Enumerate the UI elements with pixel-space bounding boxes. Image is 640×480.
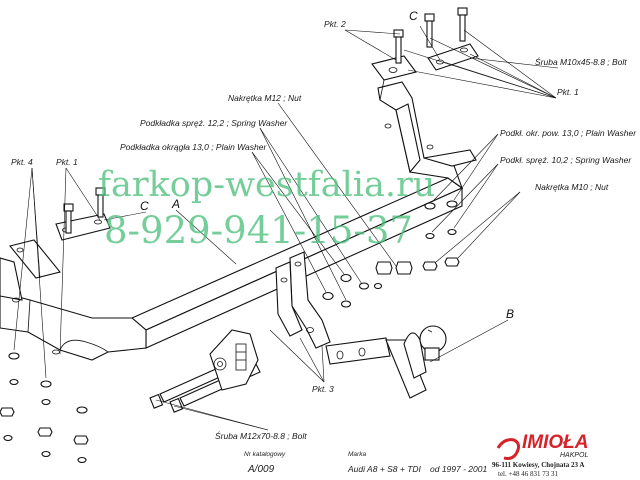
catalog-number: A/009 [247, 464, 275, 475]
label-a: A [171, 197, 180, 211]
label-b: B [506, 307, 514, 321]
hook-logo-icon [496, 438, 521, 460]
socket-plate [209, 329, 259, 391]
label-pkt3: Pkt. 3 [312, 384, 334, 394]
right-fastener-stack [422, 200, 460, 271]
label-nut-m12: Nakrętka M12 ; Nut [228, 93, 302, 103]
vehicle-model: Audi A8 + S8 + TDI [347, 464, 422, 474]
label-pkt1-right: Pkt. 1 [557, 87, 579, 97]
label-c-mid: C [140, 199, 149, 213]
brand-name: IMIOŁA [522, 432, 589, 453]
bolt-left-1 [63, 203, 74, 234]
label-bolt-m10: Śruba M10x45-8.8 ; Bolt [535, 56, 627, 67]
marka-label: Marka [348, 451, 366, 458]
label-pkt1-left: Pkt. 1 [56, 157, 78, 167]
callout-labels: Pkt. 2 C Śruba M10x45-8.8 ; Bolt Pkt. 1 … [11, 9, 637, 441]
label-spring-washer-10: Podkł. spręż. 10,2 ; Spring Washer [500, 155, 632, 165]
catalog-label: Nr katalogowy [244, 451, 286, 458]
watermark: farkop-westfalia.ru 8-929-941-15-37 [98, 165, 435, 252]
label-plain-washer-13-right: Podkł. okr. pow. 13,0 ; Plain Washer [500, 128, 637, 138]
vehicle-years: od 1997 - 2001 [430, 464, 487, 474]
tow-ball-assembly [325, 325, 447, 399]
label-bolt-m12: Śruba M12x70-8.8 ; Bolt [215, 430, 307, 441]
bolt-m10-top-2 [424, 13, 435, 48]
label-pkt4: Pkt. 4 [11, 157, 33, 167]
label-c-top: C [409, 9, 418, 23]
company-address: 96-111 Kowiesy, Chojnata 23 A [492, 461, 584, 469]
label-nut-m10: Nakrętka M10 ; Nut [535, 182, 609, 192]
bolt-left-2 [95, 187, 106, 218]
title-block: Nr katalogowy A/009 Marka Audi A8 + S8 +… [244, 451, 487, 475]
centre-fastener-stack [322, 261, 413, 308]
company-phone: tel. +48 46 831 73 31 [498, 470, 558, 478]
label-plain-washer-13-left: Podkładka okrągła 13,0 ; Plain Washer [120, 142, 267, 152]
right-bracket [371, 55, 477, 190]
label-pkt2: Pkt. 2 [324, 19, 346, 29]
leader-lines [13, 25, 559, 431]
label-spring-washer-12: Podkładka spręż. 12,2 ; Spring Washer [140, 118, 288, 128]
left-bracket [0, 257, 147, 361]
plate-c-top [427, 43, 479, 71]
watermark-site: farkop-westfalia.ru [98, 165, 435, 205]
left-fastener-stack [0, 352, 89, 464]
watermark-phone: 8-929-941-15-37 [104, 209, 413, 252]
brand-sub: HAKPOL [560, 452, 589, 459]
centre-hanger [275, 251, 331, 349]
plate-pkt4 [9, 239, 61, 279]
bolt-m10-top-3 [457, 7, 468, 42]
brand-logo: IMIOŁA HAKPOL 96-111 Kowiesy, Chojnata 2… [492, 432, 589, 478]
